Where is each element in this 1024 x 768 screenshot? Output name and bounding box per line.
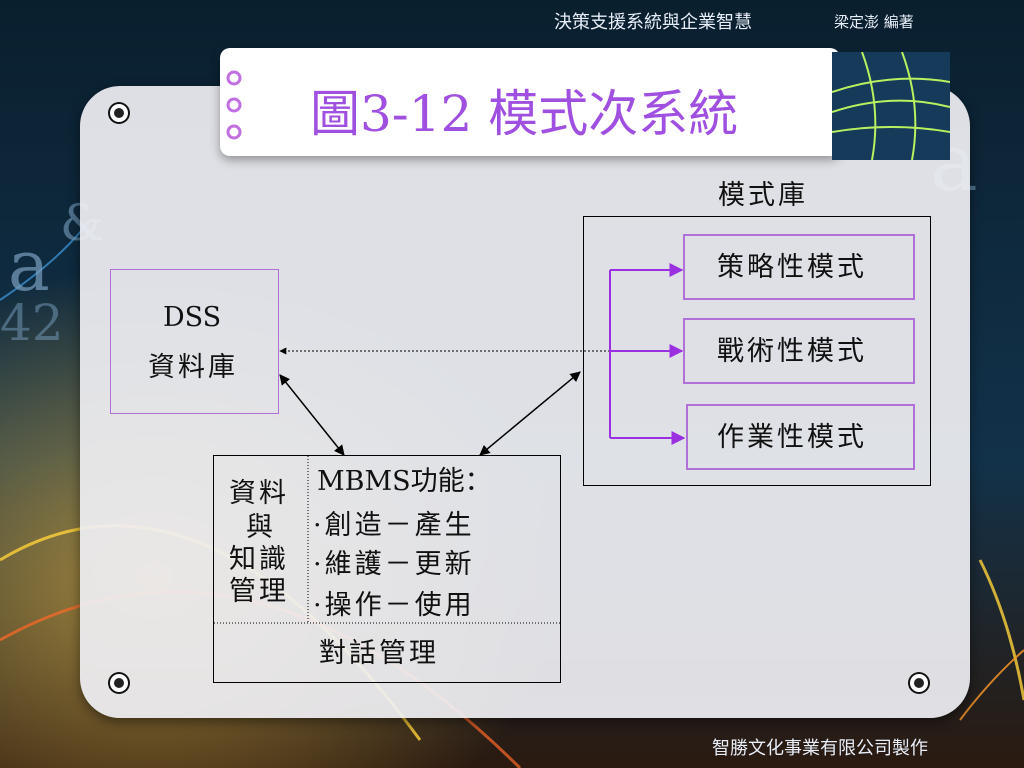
- svg-text:42: 42: [0, 294, 64, 352]
- binder-hole: [910, 674, 928, 692]
- dss-database-box: [110, 269, 279, 414]
- author-name: 梁定澎 編著: [834, 13, 914, 31]
- spiral-binding-icon: [226, 70, 242, 140]
- title-card: [220, 48, 840, 156]
- model-strategic-label: 策略性模式: [717, 252, 867, 283]
- slide-title: 圖3-12 模式次系統: [310, 85, 739, 143]
- mbms-left-label-3: 知識: [229, 544, 289, 575]
- mbms-left-label-1: 資料: [229, 478, 289, 509]
- binder-hole: [110, 104, 128, 122]
- dialog-management-label: 對話管理: [319, 638, 439, 669]
- dss-database-label: 資料庫: [148, 352, 238, 383]
- mbms-functions-title: MBMS功能：: [317, 466, 492, 497]
- dss-mbms-arrow: [279, 374, 345, 456]
- dss-label: DSS: [163, 302, 222, 333]
- publisher-credit: 智勝文化事業有限公司製作: [712, 738, 928, 759]
- model-operational-label: 作業性模式: [717, 422, 867, 453]
- mbms-left-label-2: 與: [246, 512, 273, 543]
- mbms-modelbase-arrow: [479, 371, 581, 456]
- model-base-box: [583, 216, 931, 486]
- book-title: 決策支援系統與企業智慧: [554, 12, 752, 33]
- mbms-function-maintain: ·維護－更新: [313, 549, 475, 580]
- model-operational-box: [686, 404, 915, 470]
- model-strategic-box: [683, 234, 915, 300]
- model-base-label: 模式庫: [718, 180, 808, 211]
- mbms-function-operate: ·操作－使用: [313, 590, 475, 621]
- mbms-left-label-4: 管理: [229, 576, 289, 607]
- mbms-box: [213, 455, 561, 683]
- model-tactical-box: [683, 318, 915, 384]
- mbms-function-create: ·創造－產生: [313, 510, 475, 541]
- model-tactical-label: 戰術性模式: [717, 336, 867, 367]
- binder-hole: [110, 674, 128, 692]
- svg-text:a: a: [8, 225, 50, 307]
- globe-graphic: [832, 52, 950, 160]
